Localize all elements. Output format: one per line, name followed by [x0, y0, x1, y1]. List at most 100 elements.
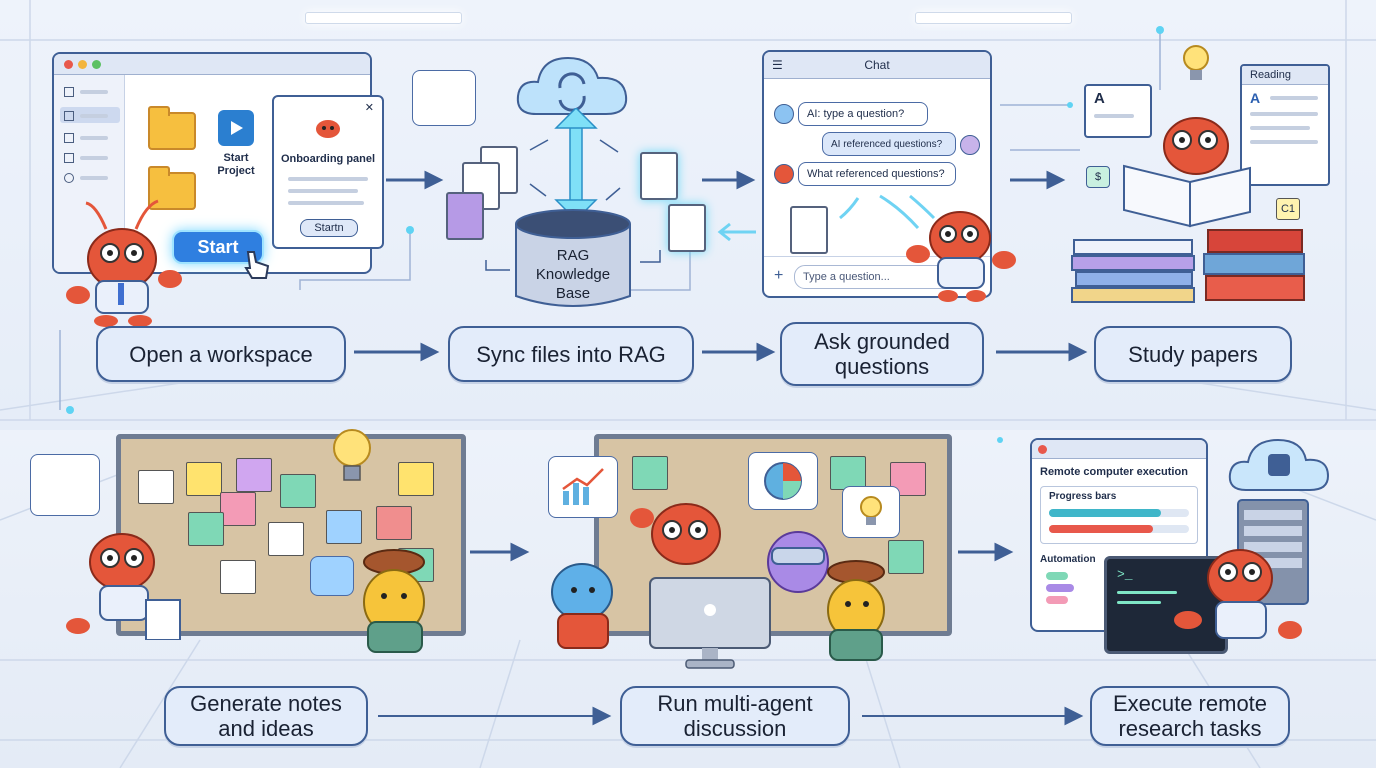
reading-line: [1270, 96, 1318, 100]
start-project-label: Start Project: [217, 152, 255, 177]
step-open-workspace: Open a workspace: [96, 326, 346, 382]
purple-agent-character: [767, 531, 829, 593]
onboarding-panel-title: Onboarding panel: [280, 153, 376, 165]
reading-panel: Reading A: [1240, 64, 1330, 186]
step-ask-questions: Ask grounded questions: [780, 322, 984, 386]
reading-title: Reading: [1242, 66, 1328, 85]
sticky-note: [326, 510, 362, 544]
sidebar-line: [80, 136, 108, 140]
sticky-note: [268, 522, 304, 556]
sticky-note: [280, 474, 316, 508]
sticky-note: [632, 456, 668, 490]
chat-message-2: AI referenced questions?: [822, 132, 956, 156]
menu-icon[interactable]: ☰: [772, 58, 783, 72]
play-triangle-icon: [231, 121, 243, 135]
step-sync-files: Sync files into RAG: [448, 326, 694, 382]
chat-title-bar: ☰ Chat: [764, 52, 990, 79]
gear-icon[interactable]: [64, 173, 74, 183]
document-icon: [790, 206, 828, 254]
tag-dollar: $: [1086, 166, 1110, 188]
rag-db-label: RAG Knowledge Base: [535, 247, 611, 302]
terminal-prompt: >_: [1117, 567, 1133, 582]
terminal-line: [1117, 591, 1177, 594]
lightbulb-icon: [860, 496, 882, 525]
lobster-leader-character: [630, 503, 721, 565]
lobster-reader-character: [1123, 117, 1251, 228]
step-study-papers: Study papers: [1094, 326, 1292, 382]
reading-line: [1250, 112, 1318, 116]
lobster-character: [66, 199, 182, 327]
monitor-icon: [649, 577, 771, 669]
remote-title: Remote computer execution: [1040, 466, 1188, 478]
panel-start-button[interactable]: Startn: [300, 219, 358, 237]
idea-card-icon: [310, 556, 354, 596]
add-icon[interactable]: +: [774, 267, 784, 284]
progress-label: Progress bars: [1049, 491, 1117, 502]
reading-line: [1250, 126, 1310, 130]
sticky-note: [220, 492, 256, 526]
artist-character: [827, 560, 885, 661]
pie-icon: [764, 462, 802, 500]
tag-c1: C1: [1276, 198, 1300, 220]
lightbulb-bubble-icon: [842, 486, 900, 538]
ceiling-light: [915, 12, 1072, 24]
document-icon: [640, 152, 678, 200]
minimize-dot-icon[interactable]: [78, 60, 87, 69]
sticky-note: [188, 512, 224, 546]
file-icon: [64, 111, 74, 121]
bar-chart-icon: [562, 468, 604, 505]
sidebar-line: [80, 176, 108, 180]
progress-bar-2: [1049, 525, 1153, 533]
user-avatar: [960, 135, 980, 155]
sidebar-line: [80, 156, 108, 160]
knowledge-base-cylinder: [515, 209, 631, 307]
growth-chart-icon: [548, 456, 618, 518]
lobster-character: [66, 533, 181, 640]
sticky-note: [186, 462, 222, 496]
chat-window: ☰ Chat AI: type a question? AI reference…: [762, 50, 992, 298]
ai-avatar: [774, 104, 794, 124]
sticky-note: [138, 470, 174, 504]
chat-message-1: AI: type a question?: [798, 102, 928, 126]
lobster-character: [906, 211, 1016, 302]
step-remote-tasks: Execute remote research tasks: [1090, 686, 1290, 746]
folder-icon[interactable]: [148, 166, 196, 210]
automation-label: Automation: [1040, 554, 1096, 565]
terminal-line: [1117, 601, 1161, 604]
panel-line: [288, 189, 358, 193]
paper-line: [1094, 114, 1134, 118]
folder-icon[interactable]: [64, 153, 74, 163]
progress-panel: Progress bars: [1040, 486, 1198, 544]
automation-step: [1046, 572, 1068, 580]
sidebar-line: [80, 114, 108, 118]
folder-icon[interactable]: [148, 106, 196, 150]
step-generate-notes: Generate notes and ideas: [164, 686, 368, 746]
automation-step: [1046, 584, 1074, 592]
reading-line: [1250, 140, 1318, 144]
maximize-dot-icon[interactable]: [92, 60, 101, 69]
pie-chart-icon: [748, 452, 818, 510]
chat-message-3: What referenced questions?: [798, 162, 956, 186]
panel-line: [288, 177, 368, 181]
sticky-note: [398, 462, 434, 496]
sticky-note: [830, 456, 866, 490]
sticky-note: [888, 540, 924, 574]
sticky-note: [220, 560, 256, 594]
play-icon[interactable]: [218, 110, 254, 146]
close-icon[interactable]: ✕: [364, 102, 374, 114]
home-icon[interactable]: [64, 87, 74, 97]
pointer-hand-icon: [244, 251, 270, 279]
lobster-mascot-icon: [316, 120, 340, 138]
close-dot-icon[interactable]: [64, 60, 73, 69]
sticky-note: [236, 458, 272, 492]
progress-bar-1: [1049, 509, 1161, 517]
start-button[interactable]: Start: [172, 230, 264, 264]
chat-title: Chat: [864, 58, 890, 72]
doc-icon[interactable]: [64, 133, 74, 143]
lightbulb-icon: [1183, 45, 1209, 80]
lobster-avatar: [774, 164, 794, 184]
close-dot-icon[interactable]: [1038, 445, 1047, 454]
lobster-character: [1174, 549, 1302, 639]
paper-letter: A: [1094, 90, 1105, 107]
